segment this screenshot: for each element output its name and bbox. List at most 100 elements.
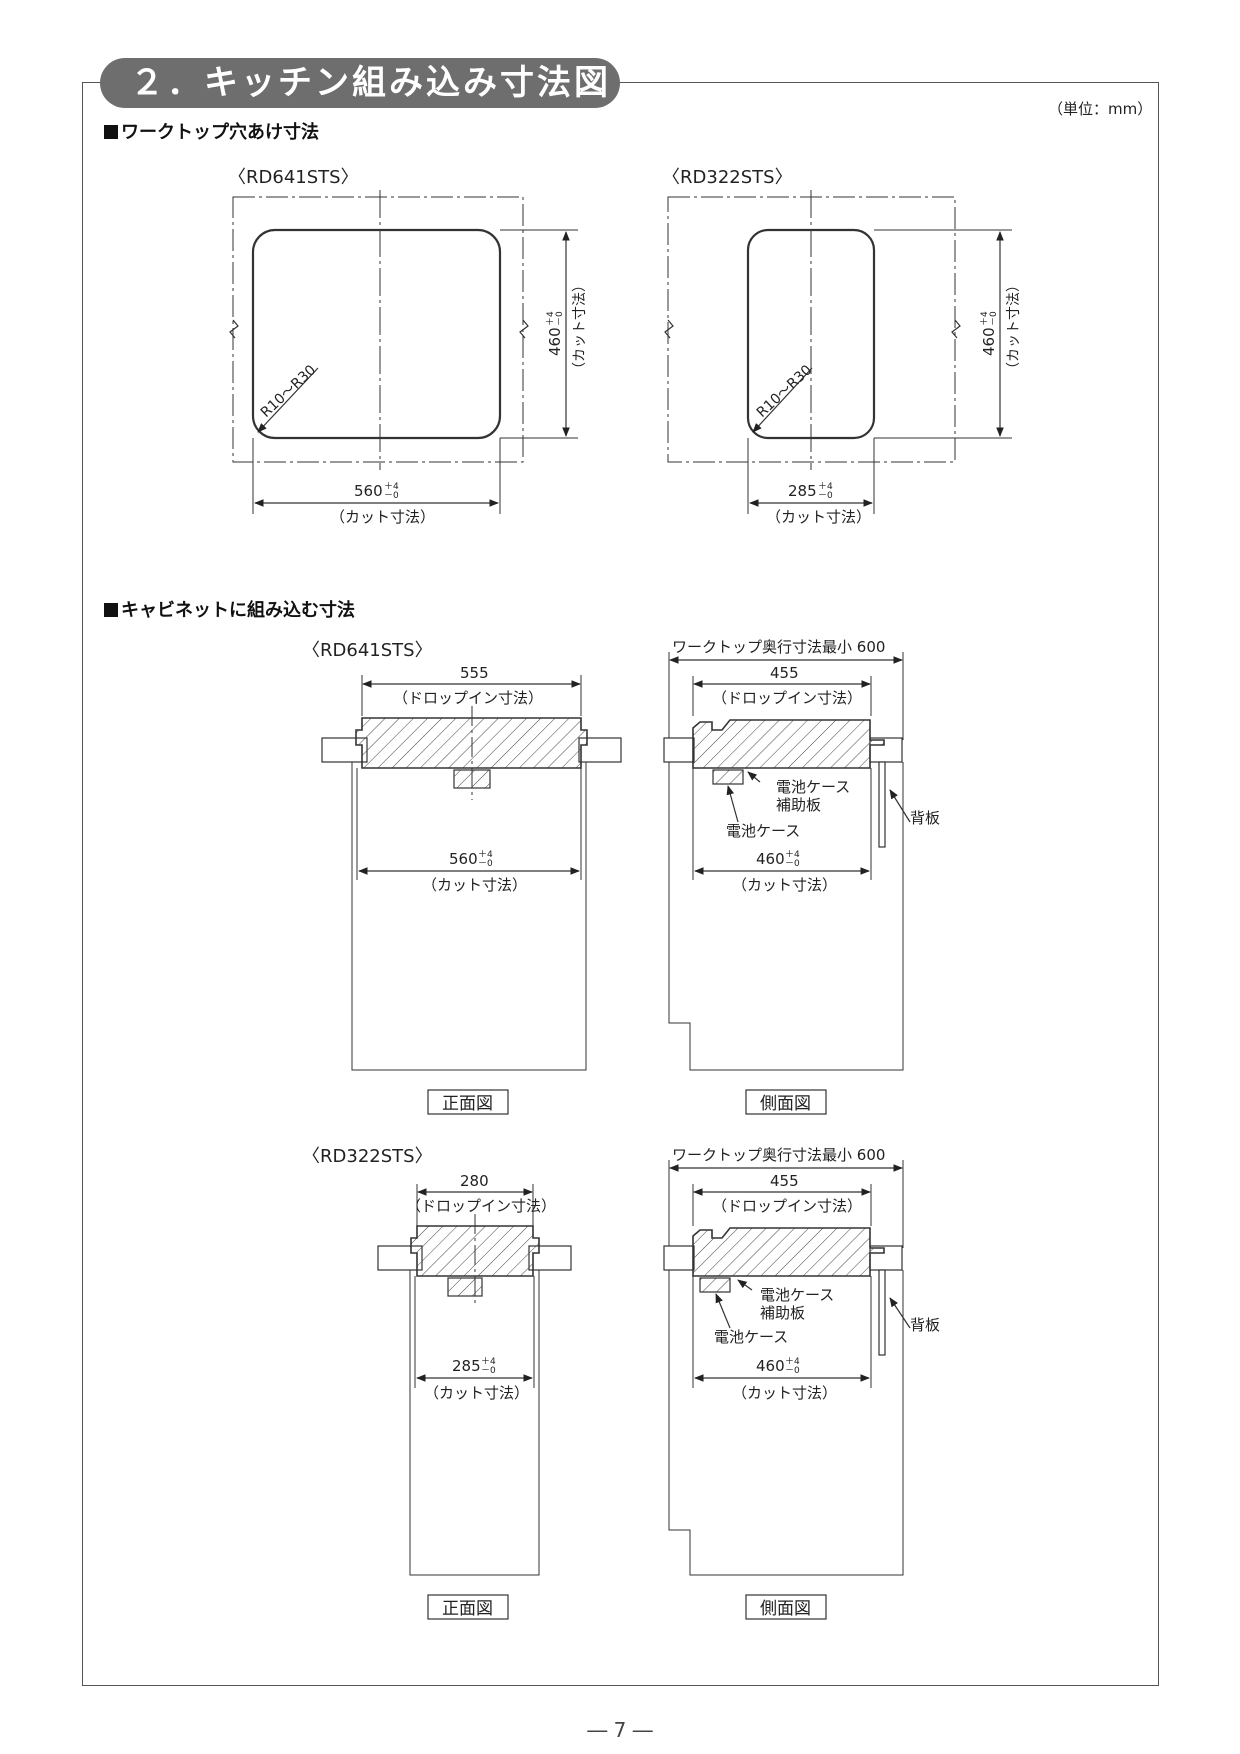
page-title: ２．キッチン組み込み寸法図 bbox=[100, 58, 620, 108]
dropin-value: 280 bbox=[460, 1172, 489, 1190]
dropin-label: （ドロップイン寸法） bbox=[712, 689, 862, 707]
view-label-box bbox=[427, 1089, 509, 1115]
view-label-box bbox=[745, 1089, 827, 1115]
unit-note: （単位：mm） bbox=[1048, 100, 1153, 118]
battery-case bbox=[712, 769, 744, 785]
dropin-value: 555 bbox=[460, 664, 489, 682]
tol-minus: －0 bbox=[555, 311, 565, 326]
radius-leader bbox=[752, 367, 813, 433]
section-title-cutout-text: ワークトップ穴あけ寸法 bbox=[121, 122, 319, 143]
cabinet-outline bbox=[351, 762, 587, 1071]
cut-label: （カット寸法） bbox=[330, 508, 435, 526]
break-mark bbox=[664, 319, 674, 339]
battery-case bbox=[447, 1277, 483, 1297]
tol-plus: ＋4 bbox=[384, 481, 399, 492]
worktop-depth-label: ワークトップ奥行寸法最小 600 bbox=[672, 1146, 885, 1164]
tol-plus: ＋4 bbox=[785, 849, 800, 860]
worktop-outline bbox=[232, 196, 524, 463]
cutout-rd322: 〈RD322STS〉 R10～R30 460 ＋4 －0 （カット寸法） 285… bbox=[662, 167, 1022, 526]
dropin-value: 455 bbox=[770, 1172, 799, 1190]
cut-value: 460 bbox=[756, 1357, 785, 1375]
view-label: 正面図 bbox=[442, 1599, 493, 1619]
leader-battery-case bbox=[726, 785, 739, 823]
cut-value: 460 bbox=[756, 850, 785, 868]
dropin-label: （ドロップイン寸法） bbox=[393, 689, 543, 707]
tol-minus: －0 bbox=[785, 859, 800, 869]
break-mark bbox=[951, 319, 961, 339]
model-label: 〈RD641STS〉 bbox=[228, 167, 359, 188]
hob-body-side bbox=[692, 719, 885, 769]
section-title-cabinet-text: キャビネットに組み込む寸法 bbox=[121, 600, 355, 621]
cut-label: （カット寸法） bbox=[424, 1384, 529, 1402]
tol-minus: －0 bbox=[481, 1366, 496, 1376]
tol-plus: ＋4 bbox=[478, 849, 493, 860]
section-title-cabinet: キャビネットに組み込む寸法 bbox=[104, 596, 355, 622]
radius-label: R10～R30 bbox=[754, 362, 815, 421]
cabinet-rd322-front: 〈RD322STS〉 280 （ドロップイン寸法） 285 ＋4 －0 （カット… bbox=[302, 1146, 572, 1620]
back-panel bbox=[878, 761, 886, 848]
page-number: ― 7 ― bbox=[587, 1718, 653, 1742]
back-panel bbox=[878, 1269, 886, 1356]
tol-minus: －0 bbox=[989, 311, 999, 326]
view-label-box bbox=[427, 1594, 509, 1620]
radius-label: R10～R30 bbox=[258, 362, 319, 421]
cut-label: （カット寸法） bbox=[766, 508, 871, 526]
cutout-hole bbox=[251, 228, 502, 440]
tol-plus: ＋4 bbox=[785, 1356, 800, 1367]
page-frame bbox=[82, 82, 1159, 1686]
break-mark bbox=[519, 319, 529, 339]
cabinet-rd322-side: ワークトップ奥行寸法最小 600 455 （ドロップイン寸法） 電池ケース 補助… bbox=[663, 1146, 940, 1620]
cut-value: 285 bbox=[452, 1357, 481, 1375]
battery-plate-label-2: 補助板 bbox=[776, 796, 821, 814]
tol-plus: ＋4 bbox=[545, 311, 556, 326]
cut-label: （カット寸法） bbox=[732, 1384, 837, 1402]
dropin-label: （ドロップイン寸法） bbox=[712, 1197, 862, 1215]
model-label: 〈RD322STS〉 bbox=[662, 167, 793, 188]
cabinet-outline bbox=[668, 762, 904, 1071]
cut-label: （カット寸法） bbox=[572, 278, 588, 376]
height-dim-label: 460 ＋4 －0 （カット寸法） bbox=[979, 278, 1022, 376]
dropin-label: （ドロップイン寸法） bbox=[406, 1197, 556, 1215]
tol-minus: －0 bbox=[478, 859, 493, 869]
back-panel-label: 背板 bbox=[910, 1316, 940, 1334]
battery-case bbox=[699, 1277, 731, 1293]
tol-minus: －0 bbox=[384, 491, 399, 501]
square-bullet-icon bbox=[104, 603, 118, 617]
tol-plus: ＋4 bbox=[979, 311, 990, 326]
view-label-box bbox=[745, 1594, 827, 1620]
worktop-right bbox=[528, 1245, 572, 1271]
view-label: 正面図 bbox=[442, 1094, 493, 1114]
leader-battery-plate bbox=[747, 771, 761, 783]
hob-body-side bbox=[692, 1227, 885, 1277]
cut-label: （カット寸法） bbox=[422, 876, 527, 894]
leader-battery-case bbox=[715, 1293, 731, 1329]
view-label: 側面図 bbox=[760, 1599, 811, 1619]
model-label: 〈RD322STS〉 bbox=[302, 1146, 433, 1167]
section-title-cutout: ワークトップ穴あけ寸法 bbox=[104, 118, 319, 144]
leader-back-panel bbox=[889, 789, 911, 823]
view-label: 側面図 bbox=[760, 1094, 811, 1114]
leader-back-panel bbox=[889, 1297, 911, 1329]
worktop-depth-label: ワークトップ奥行寸法最小 600 bbox=[672, 638, 885, 656]
tol-minus: －0 bbox=[818, 491, 833, 501]
model-label: 〈RD641STS〉 bbox=[302, 640, 433, 661]
cut-label: （カット寸法） bbox=[732, 876, 837, 894]
cabinet-rd641-front: 〈RD641STS〉 555 （ドロップイン寸法） 560 ＋4 －0 （カット… bbox=[302, 640, 622, 1115]
break-mark bbox=[229, 319, 239, 339]
radius-leader bbox=[257, 367, 319, 433]
battery-plate-label: 電池ケース bbox=[760, 1286, 834, 1304]
cabinet-outline bbox=[668, 1270, 904, 1576]
height-value: 460 bbox=[980, 327, 998, 356]
tol-minus: －0 bbox=[785, 1366, 800, 1376]
height-dim-label: 460 ＋4 －0 （カット寸法） bbox=[545, 278, 588, 376]
battery-case-label: 電池ケース bbox=[714, 1328, 788, 1346]
width-value: 285 bbox=[788, 482, 817, 500]
square-bullet-icon bbox=[104, 125, 118, 139]
dropin-value: 455 bbox=[770, 664, 799, 682]
cut-label: （カット寸法） bbox=[1006, 278, 1022, 376]
cabinet-rd641-side: ワークトップ奥行寸法最小 600 455 （ドロップイン寸法） 電池ケース 補助… bbox=[663, 638, 940, 1115]
height-value: 460 bbox=[546, 327, 564, 356]
cutout-rd641: 〈RD641STS〉 R10～R30 460 ＋4 －0 （カット寸法） 560… bbox=[228, 167, 588, 526]
battery-plate-label-2: 補助板 bbox=[760, 1304, 805, 1322]
